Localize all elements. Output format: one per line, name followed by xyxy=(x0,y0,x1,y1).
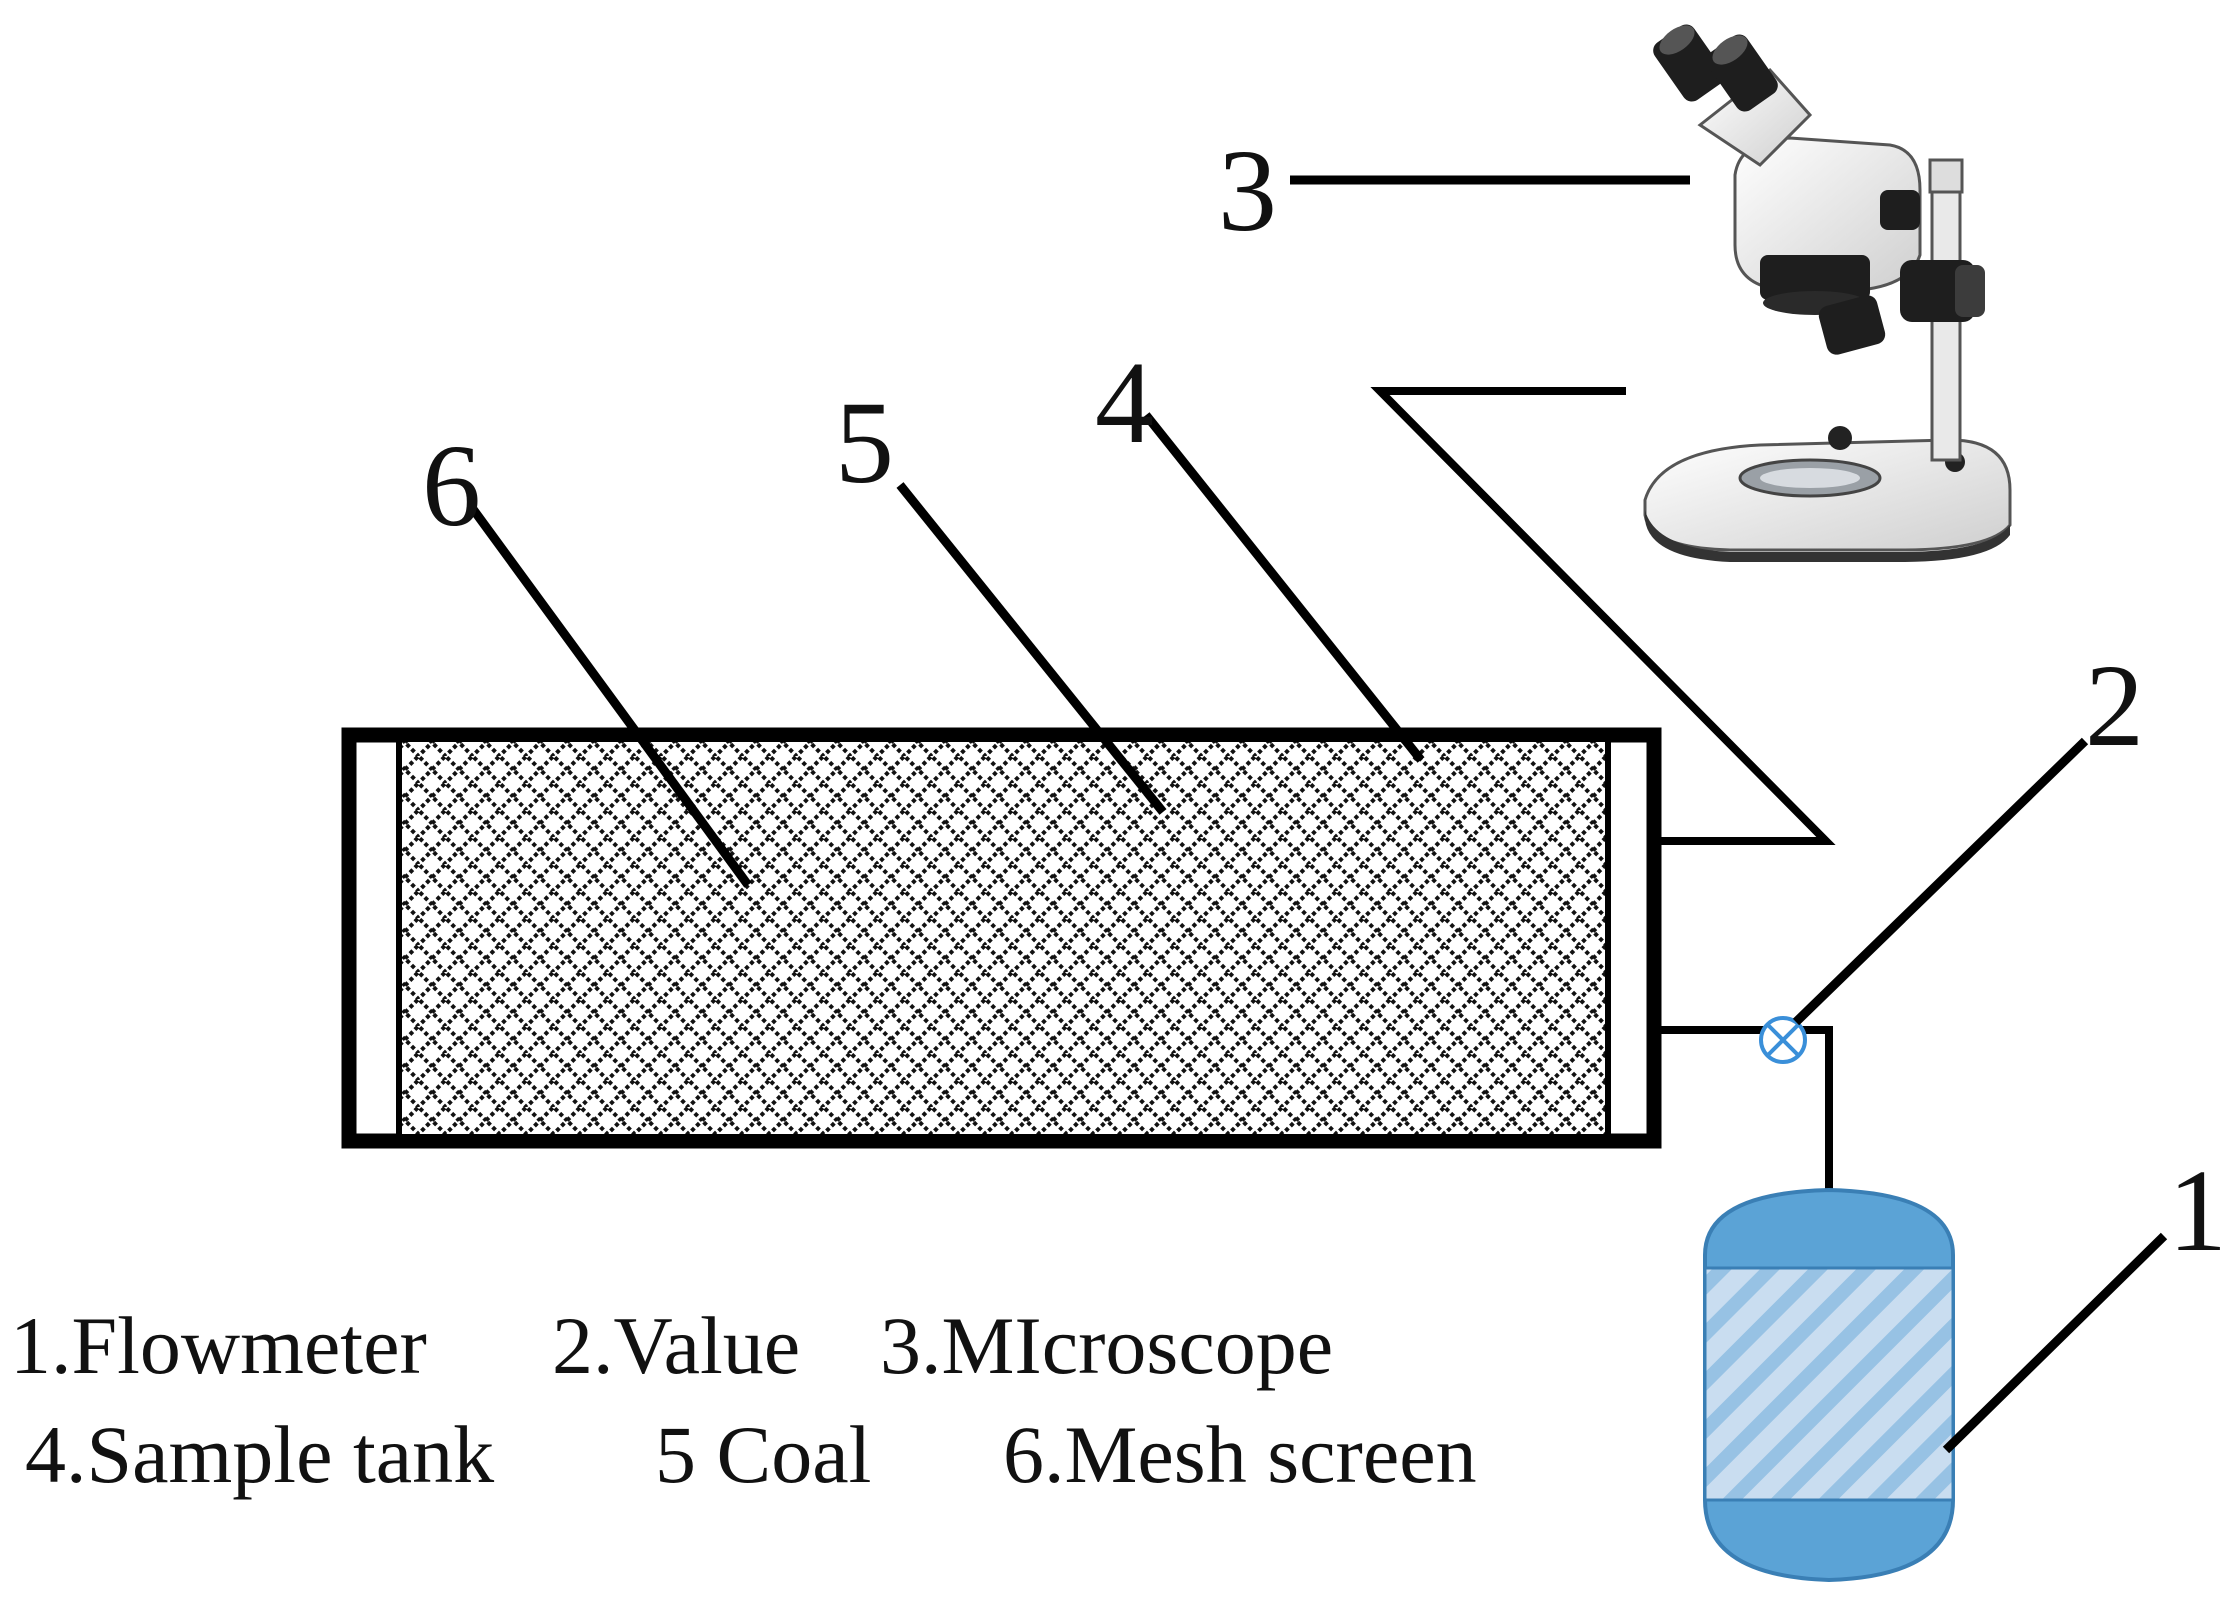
leader-line-4 xyxy=(1142,412,1425,763)
leader-line-2 xyxy=(1792,737,2089,1026)
legend: 1.Flowmeter 2.Value 3.MIcroscope 4.Sampl… xyxy=(10,1300,1477,1500)
callout-number-1: 1 xyxy=(2168,1145,2227,1276)
leader-line-1 xyxy=(1942,1232,2168,1454)
callout-number-4: 4 xyxy=(1095,337,1154,468)
leader-line-5 xyxy=(896,482,1167,815)
legend-item-coal: 5 Coal xyxy=(655,1409,871,1500)
callout-number-6: 6 xyxy=(422,420,481,551)
leader-line-6 xyxy=(466,502,752,888)
legend-item-mesh-screen: 6.Mesh screen xyxy=(1003,1409,1477,1500)
outlet-pipe xyxy=(1370,387,1836,845)
legend-item-flowmeter: 1.Flowmeter xyxy=(10,1300,427,1391)
legend-item-valve: 2.Value xyxy=(552,1300,800,1391)
legend-item-microscope: 3.MIcroscope xyxy=(880,1300,1333,1391)
sample-tank xyxy=(341,727,1662,1149)
gas-cylinder-icon xyxy=(1703,1187,1955,1583)
legend-item-sample-tank: 4.Sample tank xyxy=(25,1409,494,1500)
callout-number-3: 3 xyxy=(1218,125,1277,256)
valve-icon xyxy=(1759,1016,1807,1064)
stereo-microscope-icon xyxy=(1643,24,2012,562)
callout-number-2: 2 xyxy=(2085,640,2144,771)
callout-number-5: 5 xyxy=(835,377,894,508)
mesh-screen xyxy=(399,742,1608,1134)
